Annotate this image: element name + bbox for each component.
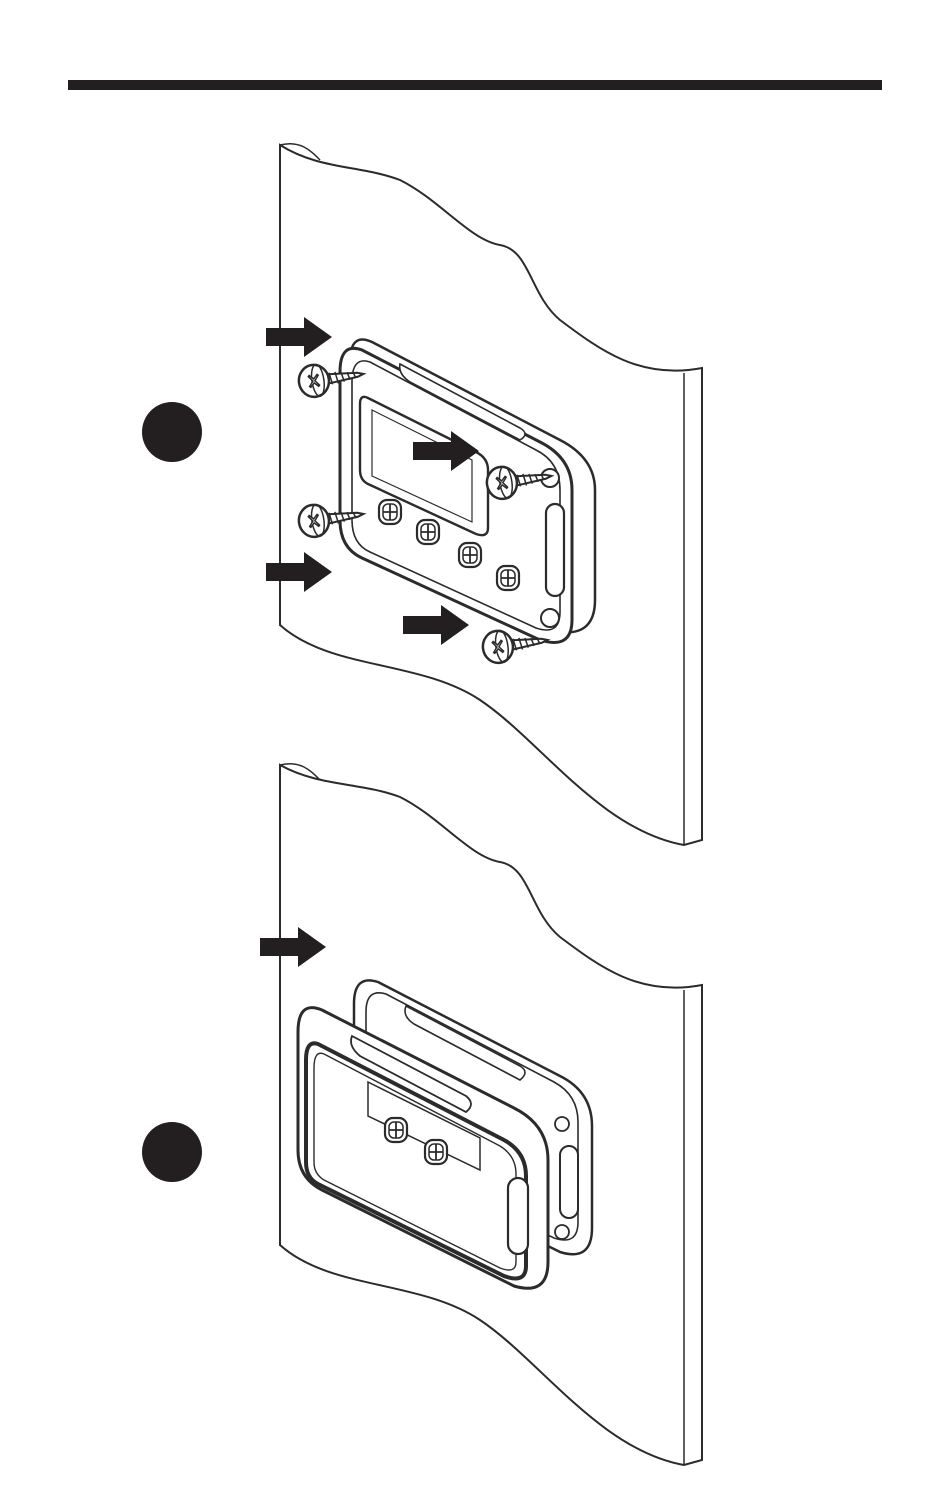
step-marker-1 [142,402,202,462]
step-marker-2 [142,1122,202,1182]
step-1-illustration [142,144,702,845]
step-2-illustration [142,764,702,1465]
